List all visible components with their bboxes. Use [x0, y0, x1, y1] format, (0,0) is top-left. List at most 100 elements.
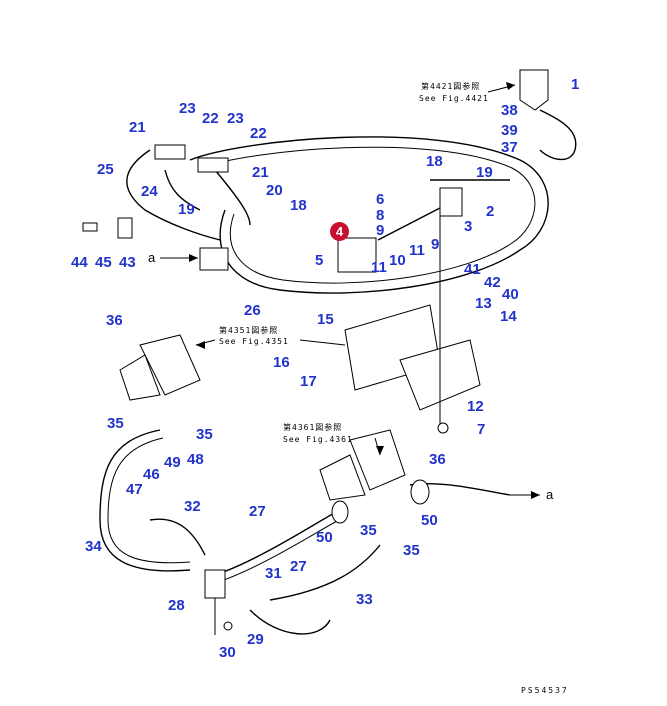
plate-a-left — [199, 247, 229, 271]
connector-label-a-left: a — [148, 250, 156, 265]
part-label-39: 39 — [501, 122, 518, 139]
arrowhead-a-left — [189, 254, 198, 262]
part-label-11-right: 11 — [409, 242, 425, 259]
part-label-49: 49 — [164, 454, 181, 471]
part-label-2: 2 — [486, 203, 495, 220]
arrowhead-4361 — [376, 446, 384, 455]
part-label-22-left: 22 — [202, 110, 219, 127]
bolt-16 — [299, 339, 346, 346]
part-label-27-upper: 27 — [249, 503, 266, 520]
part-label-30: 30 — [219, 644, 236, 661]
arrowhead-a-right — [531, 491, 540, 499]
hose-32 — [149, 518, 206, 556]
valve-36-body — [139, 334, 201, 396]
hose-25 — [126, 149, 221, 241]
part-label-31: 31 — [265, 565, 282, 582]
part-label-46: 46 — [143, 466, 160, 483]
clamp-50-left — [331, 500, 349, 524]
bracket-top-right — [519, 69, 549, 111]
part-label-26: 26 — [244, 302, 261, 319]
bolt-44 — [82, 222, 98, 232]
part-label-4-highlighted[interactable]: 4 — [330, 222, 349, 241]
part-label-35-d: 35 — [403, 542, 420, 559]
ref-4421-en: See Fig.4421 — [419, 94, 489, 103]
part-label-11-left: 11 — [371, 259, 387, 276]
valve-3-body — [439, 187, 463, 217]
hose-loop-upper — [189, 136, 549, 294]
hose-34-inner — [107, 437, 191, 564]
part-label-50-right: 50 — [421, 512, 438, 529]
valve-36-taper — [119, 354, 161, 401]
part-label-35-b: 35 — [196, 426, 213, 443]
part-label-19-right: 19 — [476, 164, 493, 181]
part-label-5: 5 — [315, 252, 324, 269]
part-label-7: 7 — [477, 421, 486, 438]
part-label-40: 40 — [502, 286, 519, 303]
ref-4351-jp: 第4351図参照 — [219, 326, 279, 335]
valve-center-body — [349, 429, 406, 491]
part-label-20: 20 — [266, 182, 283, 199]
valve-4-body — [337, 237, 377, 273]
part-label-36-left: 36 — [106, 312, 123, 329]
ref-4361-en: See Fig.4361 — [283, 435, 353, 444]
part-label-35-c: 35 — [360, 522, 377, 539]
part-label-42: 42 — [484, 274, 501, 291]
part-label-15: 15 — [317, 311, 334, 328]
part-label-10: 10 — [389, 252, 406, 269]
nut-7 — [437, 422, 449, 434]
hose-33-lower — [249, 609, 331, 635]
part-label-41: 41 — [464, 261, 481, 278]
part-label-32: 32 — [184, 498, 201, 515]
part-label-36-right: 36 — [429, 451, 446, 468]
part-label-8: 8 — [376, 207, 385, 224]
part-label-45: 45 — [95, 254, 112, 271]
part-label-29: 29 — [247, 631, 264, 648]
part-label-44: 44 — [71, 254, 88, 271]
fitting-21-right — [197, 157, 229, 173]
part-label-22-right: 22 — [250, 125, 267, 142]
hose-center — [377, 207, 441, 241]
part-label-50-left: 50 — [316, 529, 333, 546]
washer-30 — [223, 621, 233, 631]
clamp-50-right — [410, 479, 430, 505]
arrowhead-4351 — [196, 341, 205, 349]
part-label-25: 25 — [97, 161, 114, 178]
part-label-16: 16 — [273, 354, 290, 371]
ref-4361-jp: 第4361図参照 — [283, 423, 343, 432]
ref-4421-jp: 第4421図参照 — [421, 82, 481, 91]
hose-33 — [269, 544, 381, 601]
bracket-28 — [204, 569, 226, 599]
part-label-23-left: 23 — [179, 100, 196, 117]
part-label-24: 24 — [141, 183, 158, 200]
part-label-12: 12 — [467, 398, 484, 415]
part-label-43: 43 — [119, 254, 136, 271]
ref-4351-en: See Fig.4351 — [219, 337, 289, 346]
part-label-17: 17 — [300, 373, 317, 390]
part-label-23-right: 23 — [227, 110, 244, 127]
part-label-18-right: 18 — [426, 153, 443, 170]
part-label-33: 33 — [356, 591, 373, 608]
valve-center-taper — [319, 454, 366, 501]
hose-loop-upper-inner — [199, 146, 536, 284]
part-label-14: 14 — [500, 308, 517, 325]
part-label-19-left: 19 — [178, 201, 195, 218]
arrowhead-4421 — [506, 82, 515, 90]
part-label-9-right: 9 — [431, 236, 440, 253]
bracket-43 — [117, 217, 133, 239]
part-label-18-left: 18 — [290, 197, 307, 214]
part-label-34: 34 — [85, 538, 102, 555]
hose-20 — [214, 169, 251, 226]
part-label-47: 47 — [126, 481, 143, 498]
part-label-27-lower: 27 — [290, 558, 307, 575]
part-label-6: 6 — [376, 191, 385, 208]
part-label-21-right: 21 — [252, 164, 269, 181]
hose-24 — [164, 169, 201, 211]
part-label-3: 3 — [464, 218, 473, 235]
part-label-13: 13 — [475, 295, 492, 312]
hose-34 — [99, 429, 191, 572]
part-label-1: 1 — [571, 76, 580, 93]
part-label-35-a: 35 — [107, 415, 124, 432]
hose-27-inner — [214, 517, 344, 584]
part-label-21-left: 21 — [129, 119, 146, 136]
